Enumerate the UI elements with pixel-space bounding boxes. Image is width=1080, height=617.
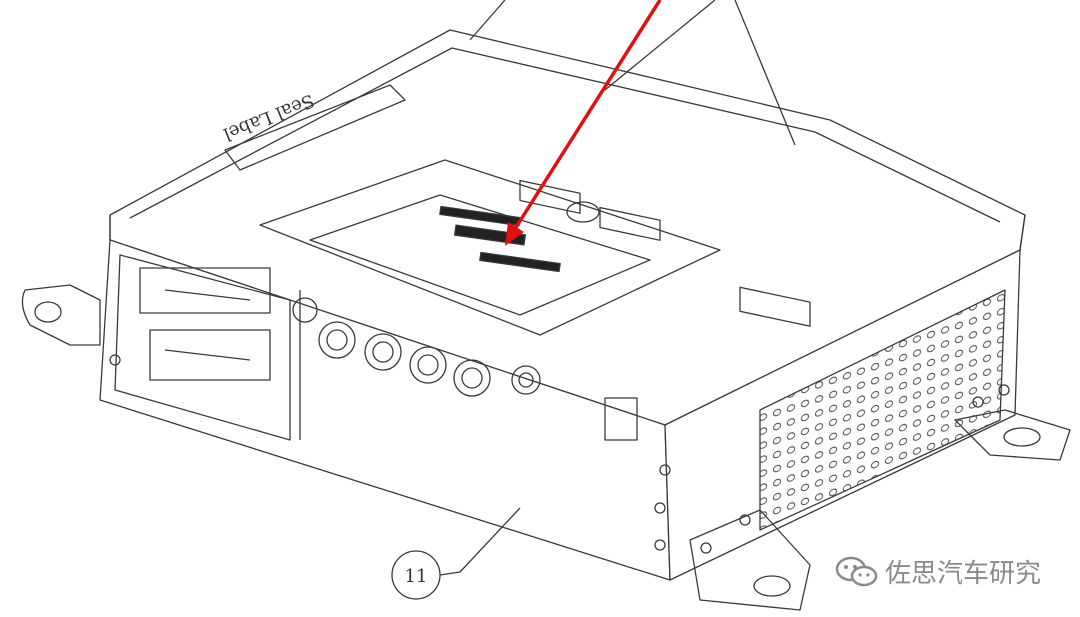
- wechat-icon: [835, 556, 878, 586]
- left-bracket: [21, 284, 101, 346]
- leader-line-top-right-a: [604, 0, 716, 91]
- leader-line-callout: [439, 507, 521, 576]
- connector-row: [292, 297, 638, 441]
- leader-line-top-left: [469, 0, 506, 41]
- watermark: 佐思汽车研究: [835, 553, 1041, 590]
- watermark-text: 佐思汽车研究: [885, 559, 1042, 589]
- leader-line-top-right-b: [734, 0, 796, 146]
- callout-number: 11: [405, 566, 428, 587]
- top-label-text: Seal Label: [220, 89, 317, 144]
- label-frame: [259, 159, 721, 336]
- right-bracket-back: [954, 409, 1071, 461]
- multipin-connector: [139, 267, 271, 381]
- callout-11: 11: [391, 550, 441, 600]
- red-arrow: [505, 0, 662, 246]
- right-bracket-front: [689, 509, 811, 611]
